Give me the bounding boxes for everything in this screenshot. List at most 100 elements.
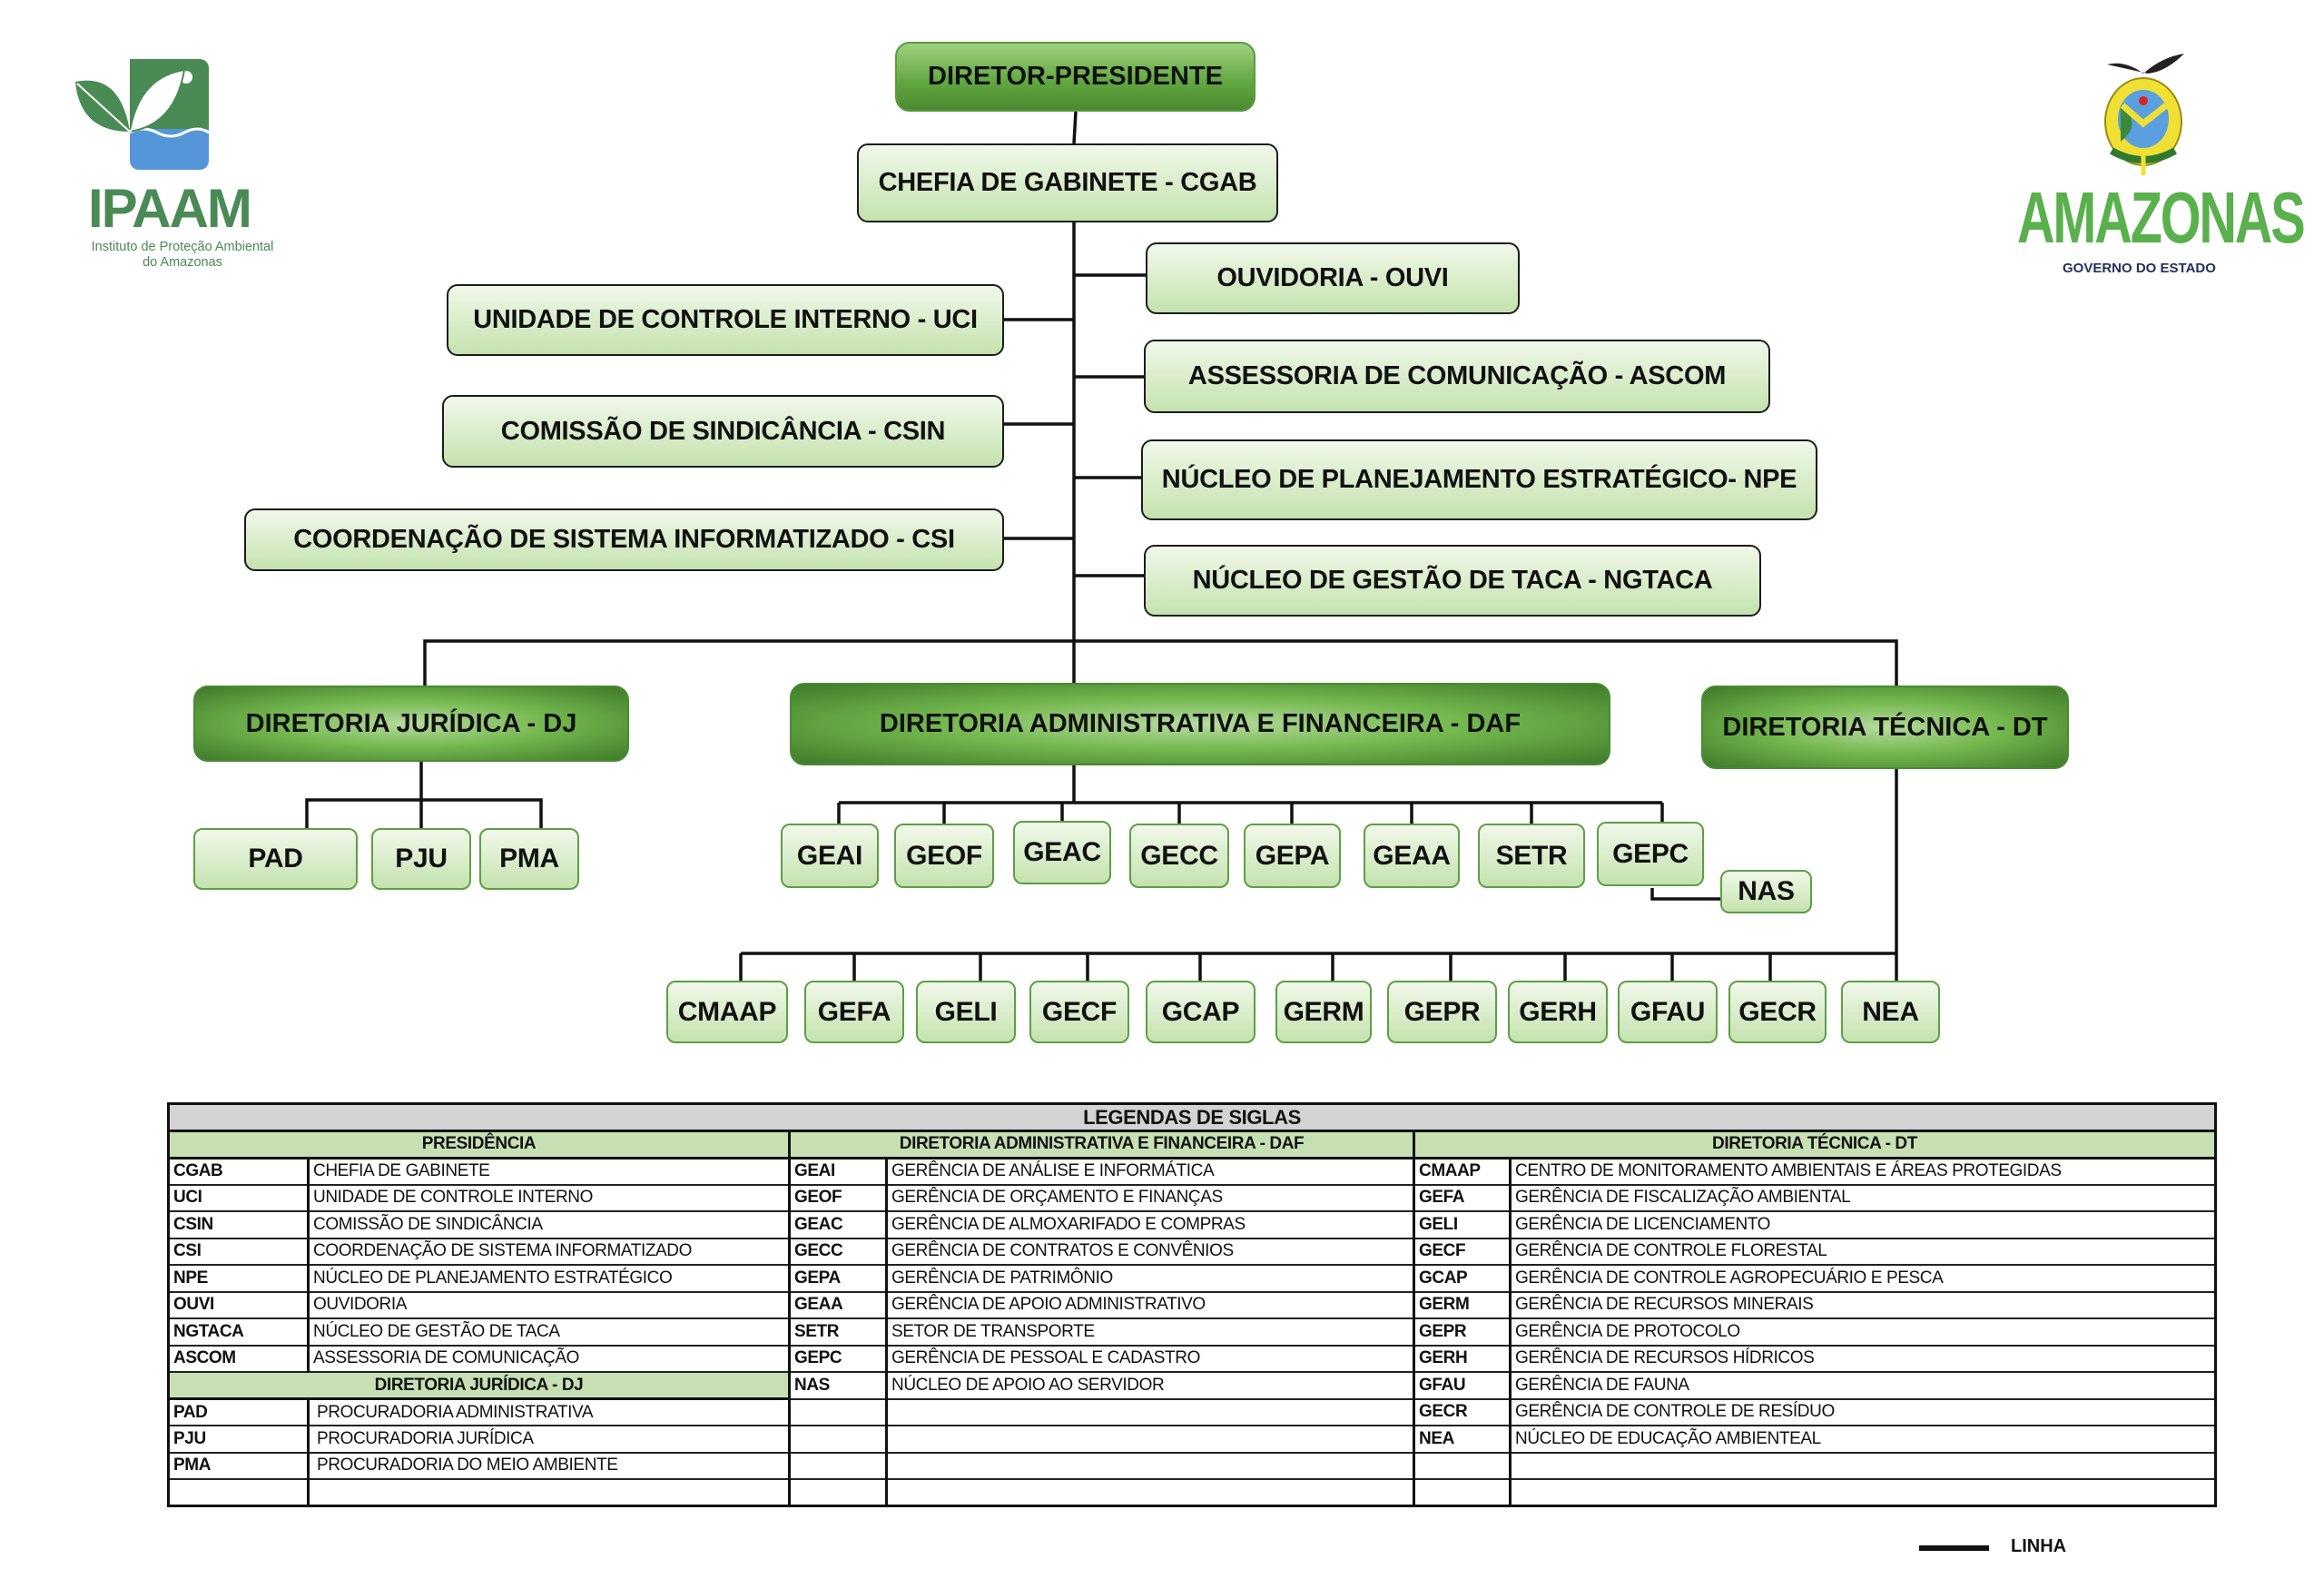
coat-of-arms-icon — [2104, 54, 2184, 175]
empty-cell — [788, 1478, 888, 1507]
box-ngtaca: NÚCLEO DE GESTÃO DE TACA - NGTACA — [1144, 545, 1761, 617]
box-csin: COMISSÃO DE SINDICÂNCIA - CSIN — [442, 395, 1004, 468]
meaning: NÚCLEO DE PLANEJAMENTO ESTRATÉGICO — [307, 1264, 791, 1293]
legend-title: LEGENDAS DE SIGLAS — [167, 1102, 2217, 1132]
box-cabinet: CHEFIA DE GABINETE - CGAB — [857, 143, 1278, 222]
box-gerh: GERH — [1508, 981, 1608, 1043]
box-ascom: ASSESSORIA DE COMUNICAÇÃO - ASCOM — [1144, 340, 1770, 413]
box-dj: DIRETORIA JURÍDICA - DJ — [193, 686, 629, 762]
meaning: GERÊNCIA DE CONTROLE FLORESTAL — [1509, 1237, 2217, 1266]
box-pju: PJU — [371, 828, 471, 890]
box-daf: DIRETORIA ADMINISTRATIVA E FINANCEIRA - … — [790, 683, 1610, 765]
ipaam-wordmark: IPAAM — [88, 178, 252, 239]
empty-cell — [167, 1478, 310, 1507]
ipaam-subtitle-line1: Instituto de Proteção Ambiental — [91, 240, 274, 254]
meaning: CENTRO DE MONITORAMENTO AMBIENTAIS E ÁRE… — [1509, 1157, 2217, 1186]
acronym: GCAP — [1413, 1264, 1512, 1293]
acronym: GECF — [1413, 1237, 1512, 1266]
meaning: GERÊNCIA DE APOIO ADMINISTRATIVO — [885, 1290, 1415, 1319]
meaning: COMISSÃO DE SINDICÂNCIA — [307, 1210, 791, 1239]
leaf-fish-icon — [75, 59, 210, 170]
acronym: CSI — [167, 1237, 310, 1266]
acronym: GECC — [788, 1237, 888, 1266]
section-daf: DIRETORIA ADMINISTRATIVA E FINANCEIRA - … — [788, 1130, 1415, 1159]
meaning: ASSESSORIA DE COMUNICAÇÃO — [307, 1344, 791, 1373]
acronym: GEAI — [788, 1157, 888, 1186]
meaning: GERÊNCIA DE ALMOXARIFADO E COMPRAS — [885, 1210, 1415, 1239]
meaning: SETOR DE TRANSPORTE — [885, 1317, 1415, 1347]
meaning: GERÊNCIA DE CONTROLE DE RESÍDUO — [1509, 1397, 2217, 1426]
acronym: GELI — [1413, 1210, 1512, 1239]
box-gecc: GECC — [1129, 824, 1229, 888]
legend-table: LEGENDAS DE SIGLAS PRESIDÊNCIA DIRETORIA… — [167, 1102, 2217, 1507]
acronym: CSIN — [167, 1210, 310, 1239]
box-dt: DIRETORIA TÉCNICA - DT — [1701, 686, 2069, 769]
acronym: GEFA — [1413, 1183, 1512, 1212]
acronym: NEA — [1413, 1425, 1512, 1454]
acronym: PJU — [167, 1425, 310, 1454]
meaning: GERÊNCIA DE PATRIMÔNIO — [885, 1264, 1415, 1293]
box-gepc: GEPC — [1597, 822, 1704, 886]
box-gecf: GECF — [1029, 981, 1129, 1043]
empty-cell — [1413, 1451, 1512, 1480]
box-geai: GEAI — [781, 824, 879, 888]
meaning: NÚCLEO DE EDUCAÇÃO AMBIENTEAL — [1509, 1425, 2217, 1454]
meaning: UNIDADE DE CONTROLE INTERNO — [307, 1183, 791, 1212]
meaning: PROCURADORIA DO MEIO AMBIENTE — [307, 1451, 791, 1480]
acronym: GEPA — [788, 1264, 888, 1293]
empty-cell — [788, 1397, 888, 1426]
acronym: UCI — [167, 1183, 310, 1212]
box-gefa: GEFA — [804, 981, 904, 1043]
legend-section-row: PRESIDÊNCIA DIRETORIA ADMINISTRATIVA E F… — [167, 1130, 2217, 1159]
empty-cell — [885, 1478, 1415, 1507]
acronym: NPE — [167, 1264, 310, 1293]
box-gcap: GCAP — [1146, 981, 1256, 1043]
empty-cell — [885, 1425, 1415, 1454]
empty-cell — [1509, 1451, 2217, 1480]
section-presidencia: PRESIDÊNCIA — [167, 1130, 791, 1159]
line-key-label: LINHA — [2011, 1536, 2067, 1556]
acronym: PAD — [167, 1397, 310, 1426]
box-gepa: GEPA — [1244, 824, 1341, 888]
meaning: GERÊNCIA DE LICENCIAMENTO — [1509, 1210, 2217, 1239]
box-pad: PAD — [193, 828, 358, 890]
meaning: COORDENAÇÃO DE SISTEMA INFORMATIZADO — [307, 1237, 791, 1266]
acronym: ASCOM — [167, 1344, 310, 1373]
box-director-president: DIRETOR-PRESIDENTE — [895, 42, 1256, 112]
box-geac: GEAC — [1013, 821, 1111, 884]
meaning: GERÊNCIA DE ORÇAMENTO E FINANÇAS — [885, 1183, 1415, 1212]
meaning: PROCURADORIA ADMINISTRATIVA — [307, 1397, 791, 1426]
box-geof: GEOF — [894, 824, 994, 888]
meaning: GERÊNCIA DE ANÁLISE E INFORMÁTICA — [885, 1157, 1415, 1186]
box-csi: COORDENAÇÃO DE SISTEMA INFORMATIZADO - C… — [244, 508, 1004, 571]
meaning: PROCURADORIA JURÍDICA — [307, 1425, 791, 1454]
legend-title-row: LEGENDAS DE SIGLAS — [167, 1102, 2217, 1132]
acronym: SETR — [788, 1317, 888, 1347]
legend-row — [167, 1478, 2217, 1507]
empty-cell — [307, 1478, 791, 1507]
meaning: NÚCLEO DE APOIO AO SERVIDOR — [885, 1371, 1415, 1400]
box-geaa: GEAA — [1364, 824, 1460, 888]
meaning: GERÊNCIA DE RECURSOS HÍDRICOS — [1509, 1344, 2217, 1373]
empty-cell — [1413, 1478, 1512, 1507]
acronym: CMAAP — [1413, 1157, 1512, 1186]
acronym: OUVI — [167, 1290, 310, 1319]
acronym: GEOF — [788, 1183, 888, 1212]
meaning: GERÊNCIA DE PROTOCOLO — [1509, 1317, 2217, 1347]
acronym: GFAU — [1413, 1371, 1512, 1400]
empty-cell — [1509, 1478, 2217, 1507]
acronym: GEAA — [788, 1290, 888, 1319]
meaning: GERÊNCIA DE FAUNA — [1509, 1371, 2217, 1400]
box-nas: NAS — [1720, 870, 1812, 913]
empty-cell — [788, 1425, 888, 1454]
